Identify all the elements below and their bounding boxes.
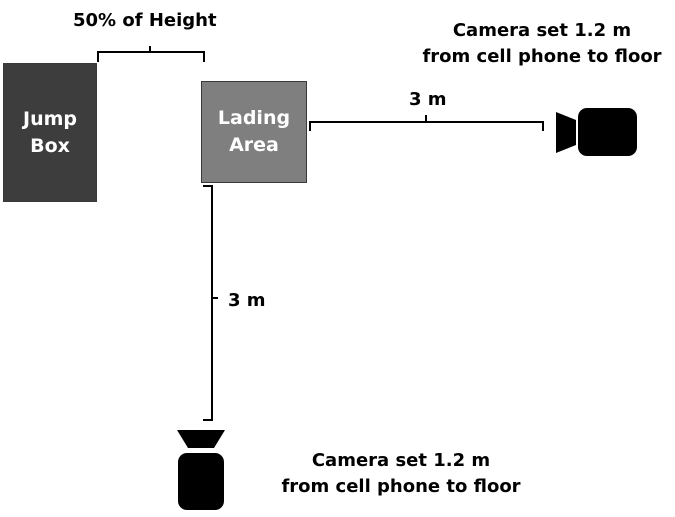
camera-bottom-icon — [177, 430, 225, 510]
landing-area-label-line2: Area — [229, 134, 279, 156]
camera-right-label-line2: from cell phone to floor — [422, 46, 662, 67]
camera-right-icon — [556, 108, 637, 156]
landing-area-label-line1: Lading — [217, 107, 291, 129]
vertical-distance-label: 3 m — [228, 290, 266, 311]
jump-box: Jump Box — [3, 63, 97, 202]
camera-right-label: Camera set 1.2 m from cell phone to floo… — [411, 18, 673, 70]
camera-right-label-line1: Camera set 1.2 m — [452, 20, 632, 41]
height-label: 50% of Height — [73, 10, 217, 31]
height-brace — [97, 46, 205, 62]
camera-bottom-label: Camera set 1.2 m from cell phone to floo… — [270, 448, 532, 500]
camera-bottom-label-line1: Camera set 1.2 m — [311, 450, 491, 471]
jump-box-label-line2: Box — [30, 134, 70, 157]
horizontal-brace — [309, 115, 544, 131]
vertical-brace — [203, 185, 218, 421]
jump-box-label-line1: Jump — [23, 107, 77, 130]
horizontal-distance-label: 3 m — [409, 89, 447, 110]
landing-area: Lading Area — [201, 81, 307, 183]
camera-bottom-label-line2: from cell phone to floor — [281, 476, 521, 497]
